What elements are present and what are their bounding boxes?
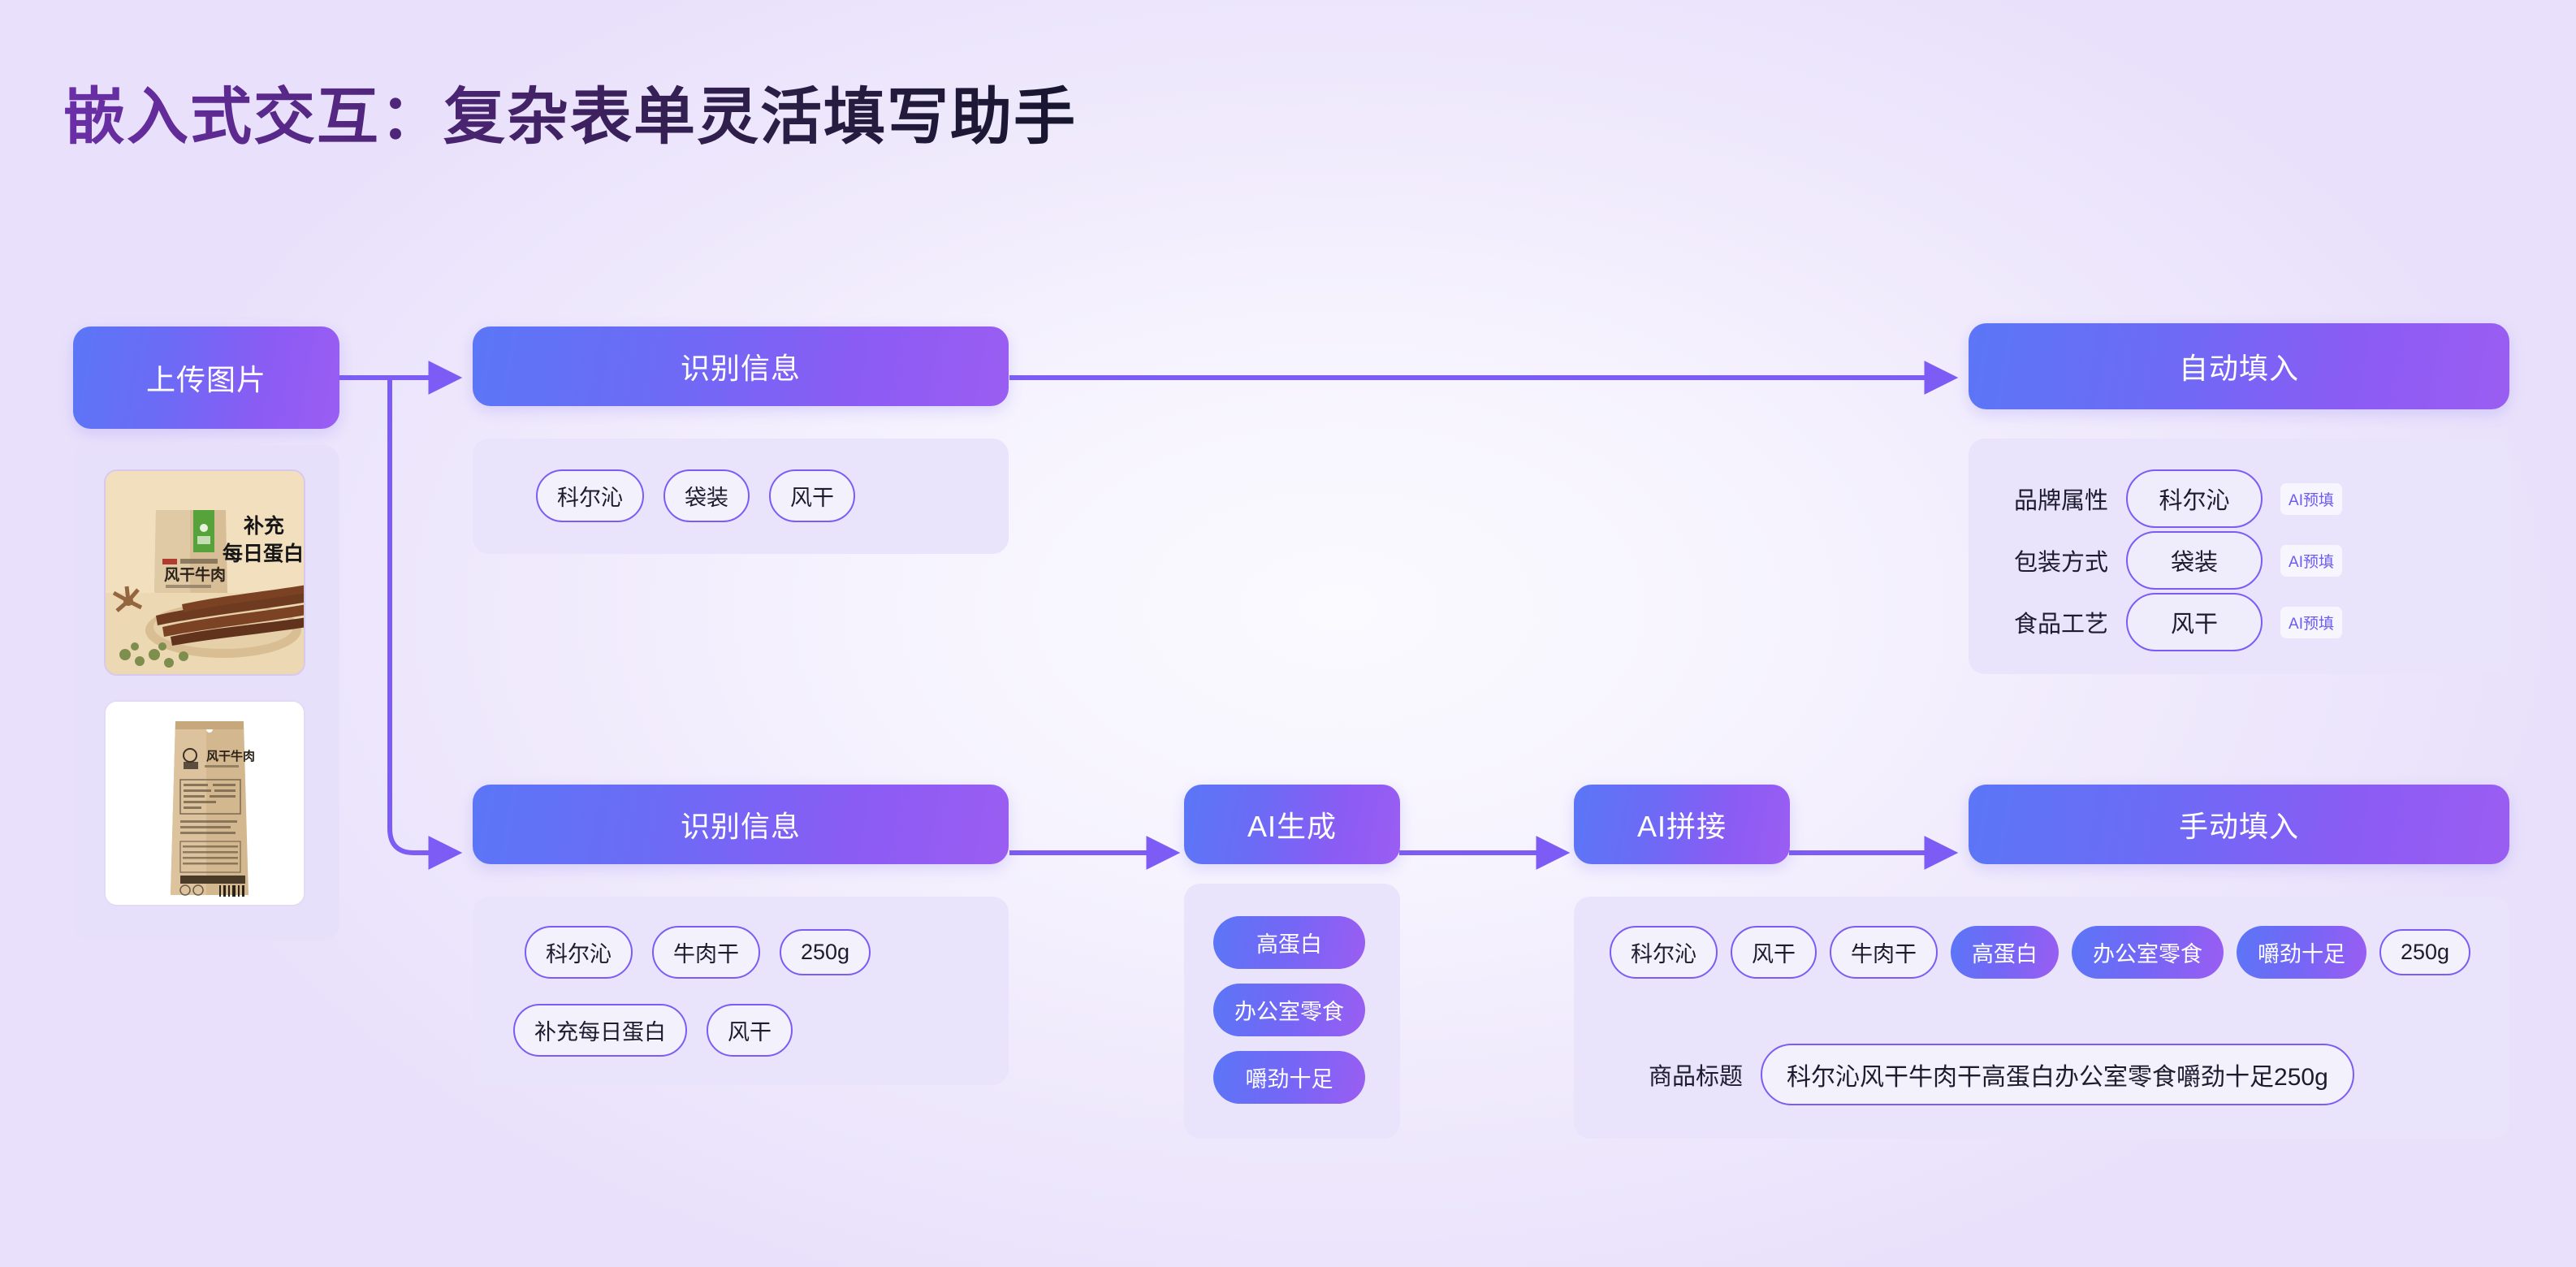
recognize-bottom-tags-row1: 科尔沁 牛肉干 250g [525, 926, 871, 979]
page-title: 嵌入式交互：复杂表单灵活填写助手 [63, 67, 1077, 156]
recognize-bottom-panel [473, 897, 1009, 1085]
tag-item[interactable]: 科尔沁 [1610, 926, 1718, 979]
node-ai-concat[interactable]: AI拼接 [1574, 785, 1790, 864]
tag-item[interactable]: 高蛋白 [1951, 926, 2059, 979]
manual-fill-title-row: 商品标题 科尔沁风干牛肉干高蛋白办公室零食嚼劲十足250g [1649, 1044, 2354, 1105]
node-auto-fill-label: 自动填入 [2178, 352, 2299, 385]
node-upload-label: 上传图片 [145, 363, 266, 396]
tag-item[interactable]: 牛肉干 [652, 926, 760, 979]
ai-generate-tags: 高蛋白 办公室零食 嚼劲十足 [1213, 916, 1365, 1104]
tag-item[interactable]: 办公室零食 [1213, 984, 1365, 1036]
form-value[interactable]: 风干 [2126, 593, 2263, 651]
ai-prefill-badge: AI预填 [2280, 606, 2342, 638]
tag-item[interactable]: 风干 [769, 469, 855, 522]
svg-text:补充: 补充 [244, 514, 284, 538]
auto-fill-row: 品牌属性 科尔沁 AI预填 [2014, 469, 2342, 528]
thumbnail-product-back-image: 风干牛肉 [106, 702, 304, 905]
auto-fill-row: 食品工艺 风干 AI预填 [2014, 593, 2342, 651]
tag-item[interactable]: 科尔沁 [536, 469, 644, 522]
form-label: 包装方式 [2014, 550, 2109, 576]
node-recognize-bottom-label: 识别信息 [680, 810, 801, 843]
recognize-top-tags: 科尔沁 袋装 风干 [536, 469, 855, 522]
node-auto-fill[interactable]: 自动填入 [1969, 323, 2509, 409]
tag-item[interactable]: 高蛋白 [1213, 916, 1365, 969]
node-ai-generate[interactable]: AI生成 [1184, 785, 1400, 864]
node-ai-generate-label: AI生成 [1247, 810, 1337, 843]
tag-item[interactable]: 风干 [707, 1004, 793, 1057]
ai-prefill-badge: AI预填 [2280, 544, 2342, 577]
node-manual-fill-label: 手动填入 [2178, 810, 2299, 843]
svg-text:风干牛肉: 风干牛肉 [164, 565, 226, 584]
tag-item[interactable]: 250g [2379, 929, 2471, 975]
tag-item[interactable]: 250g [780, 929, 871, 975]
form-label: 食品工艺 [2014, 612, 2109, 638]
manual-fill-tags: 科尔沁 风干 牛肉干 高蛋白 办公室零食 嚼劲十足 250g [1610, 926, 2471, 979]
tag-item[interactable]: 补充每日蛋白 [513, 1004, 687, 1057]
tag-item[interactable]: 办公室零食 [2072, 926, 2224, 979]
tag-item[interactable]: 科尔沁 [525, 926, 633, 979]
form-value[interactable]: 袋装 [2126, 531, 2263, 590]
form-value[interactable]: 科尔沁 [2126, 469, 2263, 528]
node-recognize-bottom[interactable]: 识别信息 [473, 785, 1009, 864]
node-recognize-top-label: 识别信息 [680, 352, 801, 385]
svg-text:每日蛋白: 每日蛋白 [223, 542, 304, 565]
auto-fill-row: 包装方式 袋装 AI预填 [2014, 531, 2342, 590]
form-label: 品牌属性 [2014, 488, 2109, 514]
thumbnail-product-back[interactable]: 风干牛肉 [104, 700, 305, 906]
tag-item[interactable]: 牛肉干 [1830, 926, 1938, 979]
tag-item[interactable]: 袋装 [663, 469, 750, 522]
thumbnail-product-main-image: 风干牛肉 补充 每日蛋白 [106, 471, 304, 674]
node-upload[interactable]: 上传图片 [73, 326, 339, 429]
svg-text:风干牛肉: 风干牛肉 [206, 749, 255, 763]
thumbnail-product-main[interactable]: 风干牛肉 补充 每日蛋白 [104, 469, 305, 676]
node-ai-concat-label: AI拼接 [1636, 810, 1727, 843]
recognize-bottom-tags-row2: 补充每日蛋白 风干 [513, 1004, 793, 1057]
node-manual-fill[interactable]: 手动填入 [1969, 785, 2509, 864]
tag-item[interactable]: 嚼劲十足 [2237, 926, 2366, 979]
edge-upload-to-recognize-bottom [339, 375, 463, 870]
product-title-input[interactable]: 科尔沁风干牛肉干高蛋白办公室零食嚼劲十足250g [1761, 1044, 2354, 1105]
tag-item[interactable]: 风干 [1731, 926, 1817, 979]
product-title-label: 商品标题 [1649, 1064, 1744, 1090]
tag-item[interactable]: 嚼劲十足 [1213, 1051, 1365, 1104]
ai-prefill-badge: AI预填 [2280, 482, 2342, 515]
node-recognize-top[interactable]: 识别信息 [473, 326, 1009, 406]
